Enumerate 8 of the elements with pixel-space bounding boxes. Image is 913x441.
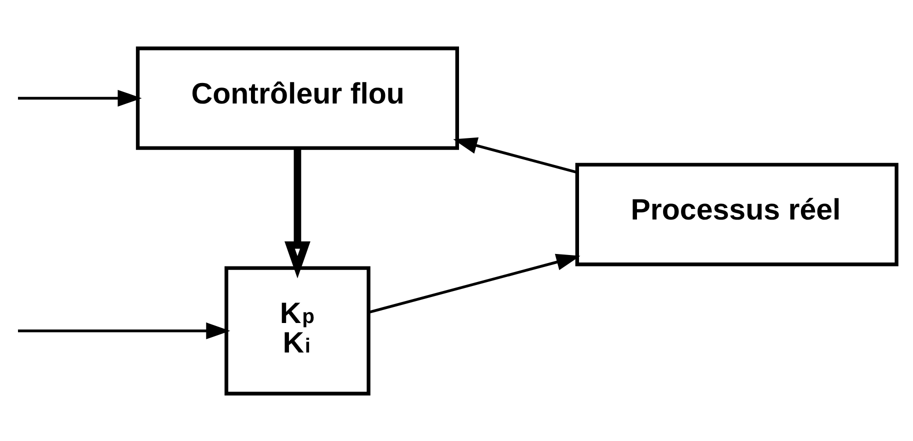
arrow: [284, 148, 310, 278]
node-box: Kp Ki: [224, 266, 370, 395]
arrow: [453, 136, 578, 174]
arrow: [18, 89, 142, 106]
arrow: [368, 253, 580, 314]
node-box: Processus réel: [575, 162, 898, 266]
arrow: [18, 322, 230, 339]
node-box: Contrôleur flou: [136, 46, 460, 150]
